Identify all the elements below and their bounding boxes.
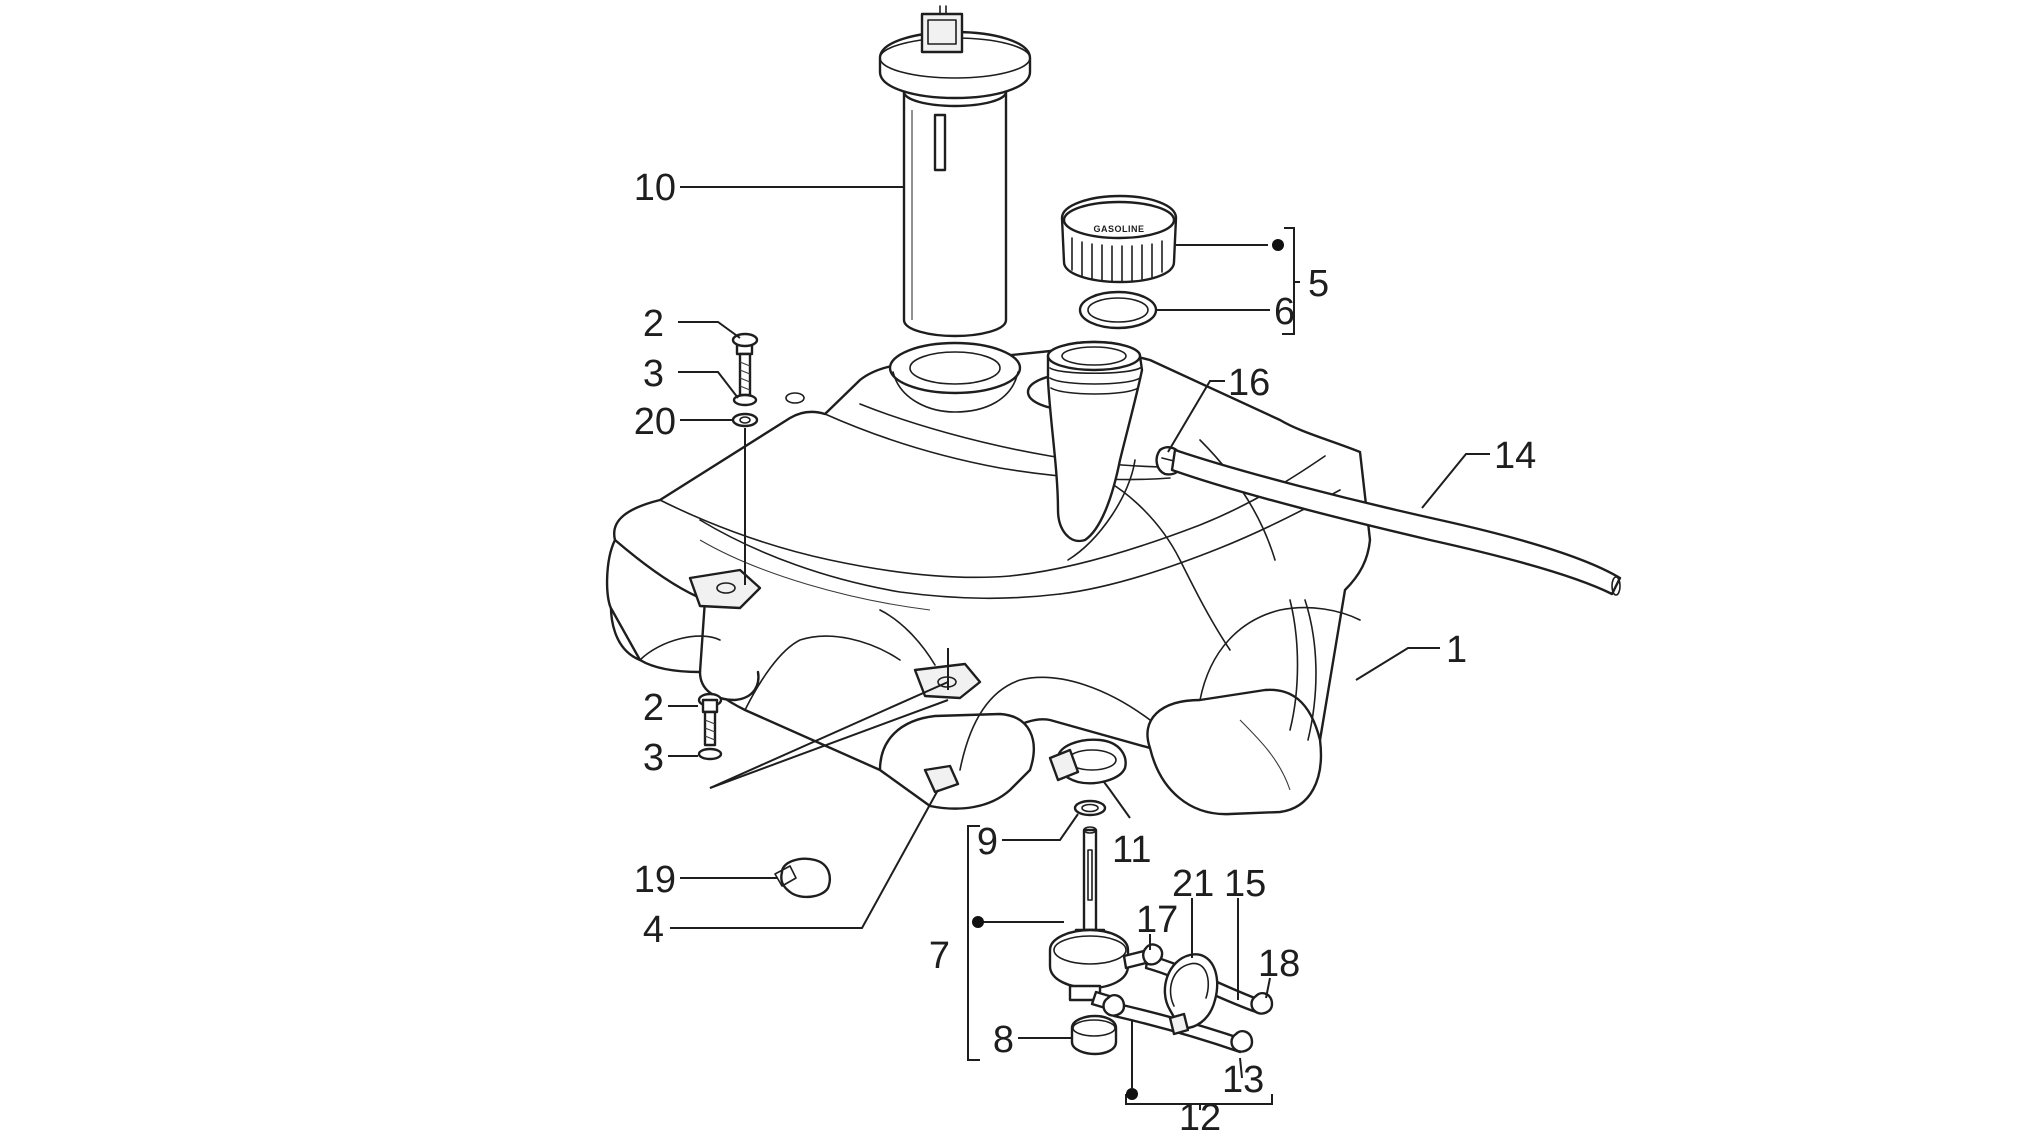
- fuel-level-sender-part-10: [878, 5, 1032, 338]
- callout-1: 1: [1446, 629, 1467, 671]
- callout-11: 11: [1112, 829, 1151, 871]
- callout-7: 7: [929, 935, 950, 977]
- filler-neck: [1046, 340, 1144, 561]
- cable-tie-part-21: [1163, 953, 1219, 1036]
- bolt-set-upper: [731, 332, 759, 428]
- callout-21: 21: [1172, 863, 1214, 905]
- callout-labels: 10 5 6 16 14 1 2 3 20 2 3 19 4 11 9 7 8 …: [634, 167, 1537, 1133]
- callout-4: 4: [643, 909, 664, 951]
- fuel-tank-part-1: [605, 341, 1372, 816]
- callout-6: 6: [1274, 291, 1295, 333]
- sleeve-part-8: [1070, 1014, 1118, 1056]
- breather-hose-part-14: [1170, 448, 1622, 596]
- callout-8: 8: [993, 1019, 1014, 1061]
- callout-16: 16: [1228, 362, 1270, 404]
- callout-18: 18: [1258, 943, 1300, 985]
- leader-lines: [668, 186, 1490, 1110]
- callout-10: 10: [634, 167, 676, 209]
- callout-2-lower: 2: [643, 687, 664, 729]
- gasket-part-6: [1078, 290, 1158, 330]
- callout-14: 14: [1494, 435, 1536, 477]
- callout-2-upper: 2: [643, 303, 664, 345]
- cap-text: GASOLINE: [1093, 224, 1144, 234]
- leader-dots: [972, 239, 1284, 1100]
- callout-15: 15: [1224, 863, 1266, 905]
- hose-clip-part-19: [774, 857, 831, 899]
- callout-5: 5: [1308, 263, 1329, 305]
- bolt-set-lower: [697, 692, 723, 761]
- callout-9: 9: [977, 821, 998, 863]
- fuel-cap-part-5: GASOLINE: [1060, 194, 1178, 284]
- callout-3-lower: 3: [643, 737, 664, 779]
- callout-17: 17: [1136, 899, 1178, 941]
- callout-3-upper: 3: [643, 353, 664, 395]
- callout-12: 12: [1179, 1097, 1221, 1133]
- callout-20: 20: [634, 401, 676, 443]
- washer-part-9: [1073, 799, 1107, 817]
- clamp-part-11: [1048, 738, 1127, 785]
- callout-19: 19: [634, 859, 676, 901]
- callout-13: 13: [1222, 1059, 1264, 1101]
